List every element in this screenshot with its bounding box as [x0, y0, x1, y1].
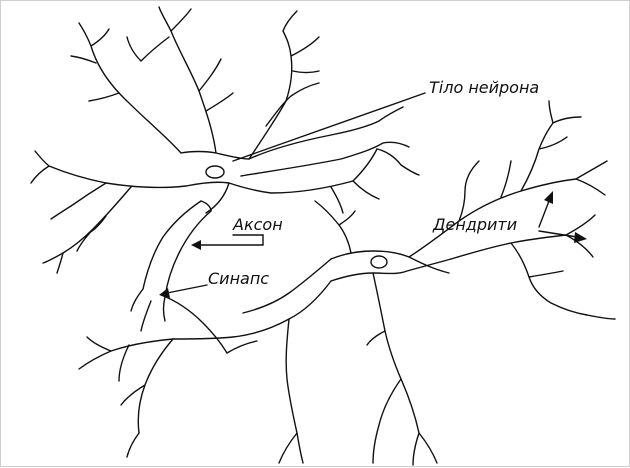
cell-body-label: Тіло нейрона [429, 80, 539, 96]
axon-arrowhead [191, 240, 201, 250]
axon-label: Аксон [233, 217, 283, 233]
neuron-2 [79, 101, 615, 465]
neuron-1-soma [119, 31, 286, 159]
dendrites-label: Дендрити [433, 217, 517, 233]
neuron-2-nucleus [371, 256, 387, 268]
dendrites-arrowhead-lower [574, 232, 587, 243]
synapse-label: Синапс [208, 271, 269, 287]
cell-body-pointer [233, 93, 425, 161]
dendrites-pointer-upper [539, 201, 549, 227]
synapse-pointer-line [167, 285, 207, 293]
synapse-arrowhead [159, 288, 170, 298]
neuron-1-nucleus [206, 166, 224, 178]
neuron-2-soma [331, 251, 449, 273]
